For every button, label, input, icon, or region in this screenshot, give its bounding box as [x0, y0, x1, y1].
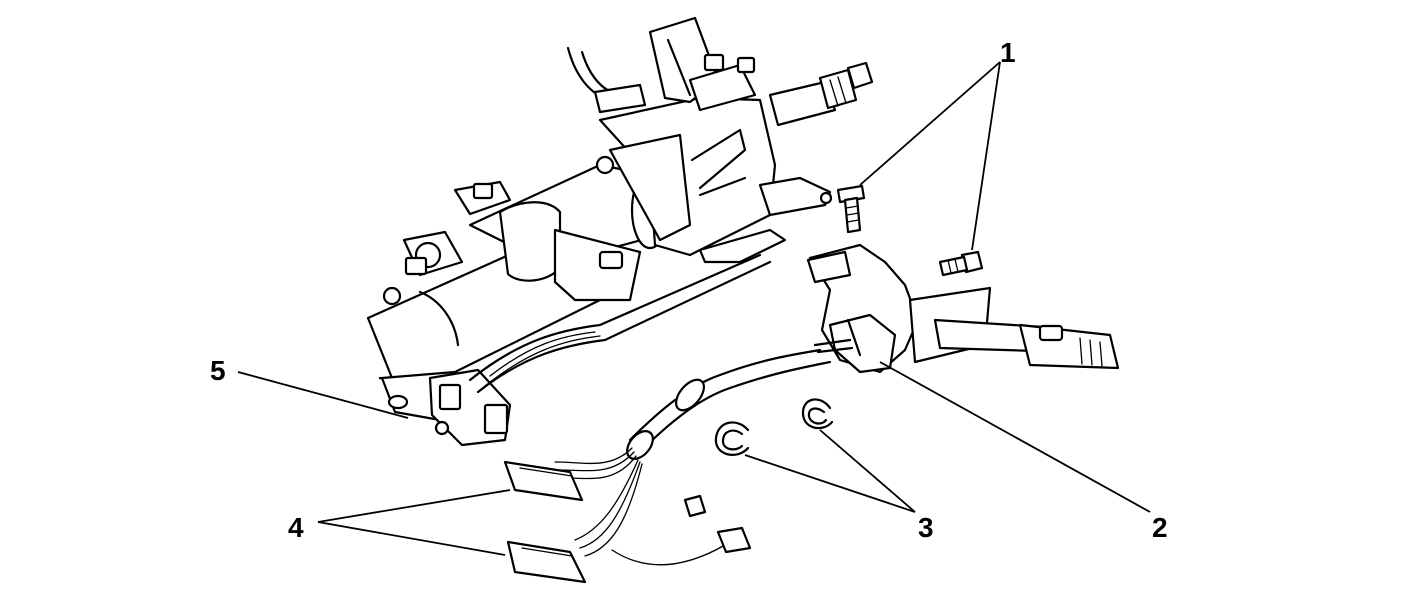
wiring-harness	[468, 253, 832, 584]
steering-column	[366, 16, 874, 447]
callout-4: 4	[288, 512, 304, 543]
leader-lines	[237, 61, 1151, 556]
callout-5: 5	[210, 355, 226, 386]
callout-3: 3	[918, 512, 934, 543]
callout-2: 2	[1152, 512, 1168, 543]
multifunction-switch	[806, 243, 1120, 374]
retaining-clips	[714, 398, 834, 456]
callout-1: 1	[1000, 37, 1016, 68]
screws	[836, 184, 984, 277]
